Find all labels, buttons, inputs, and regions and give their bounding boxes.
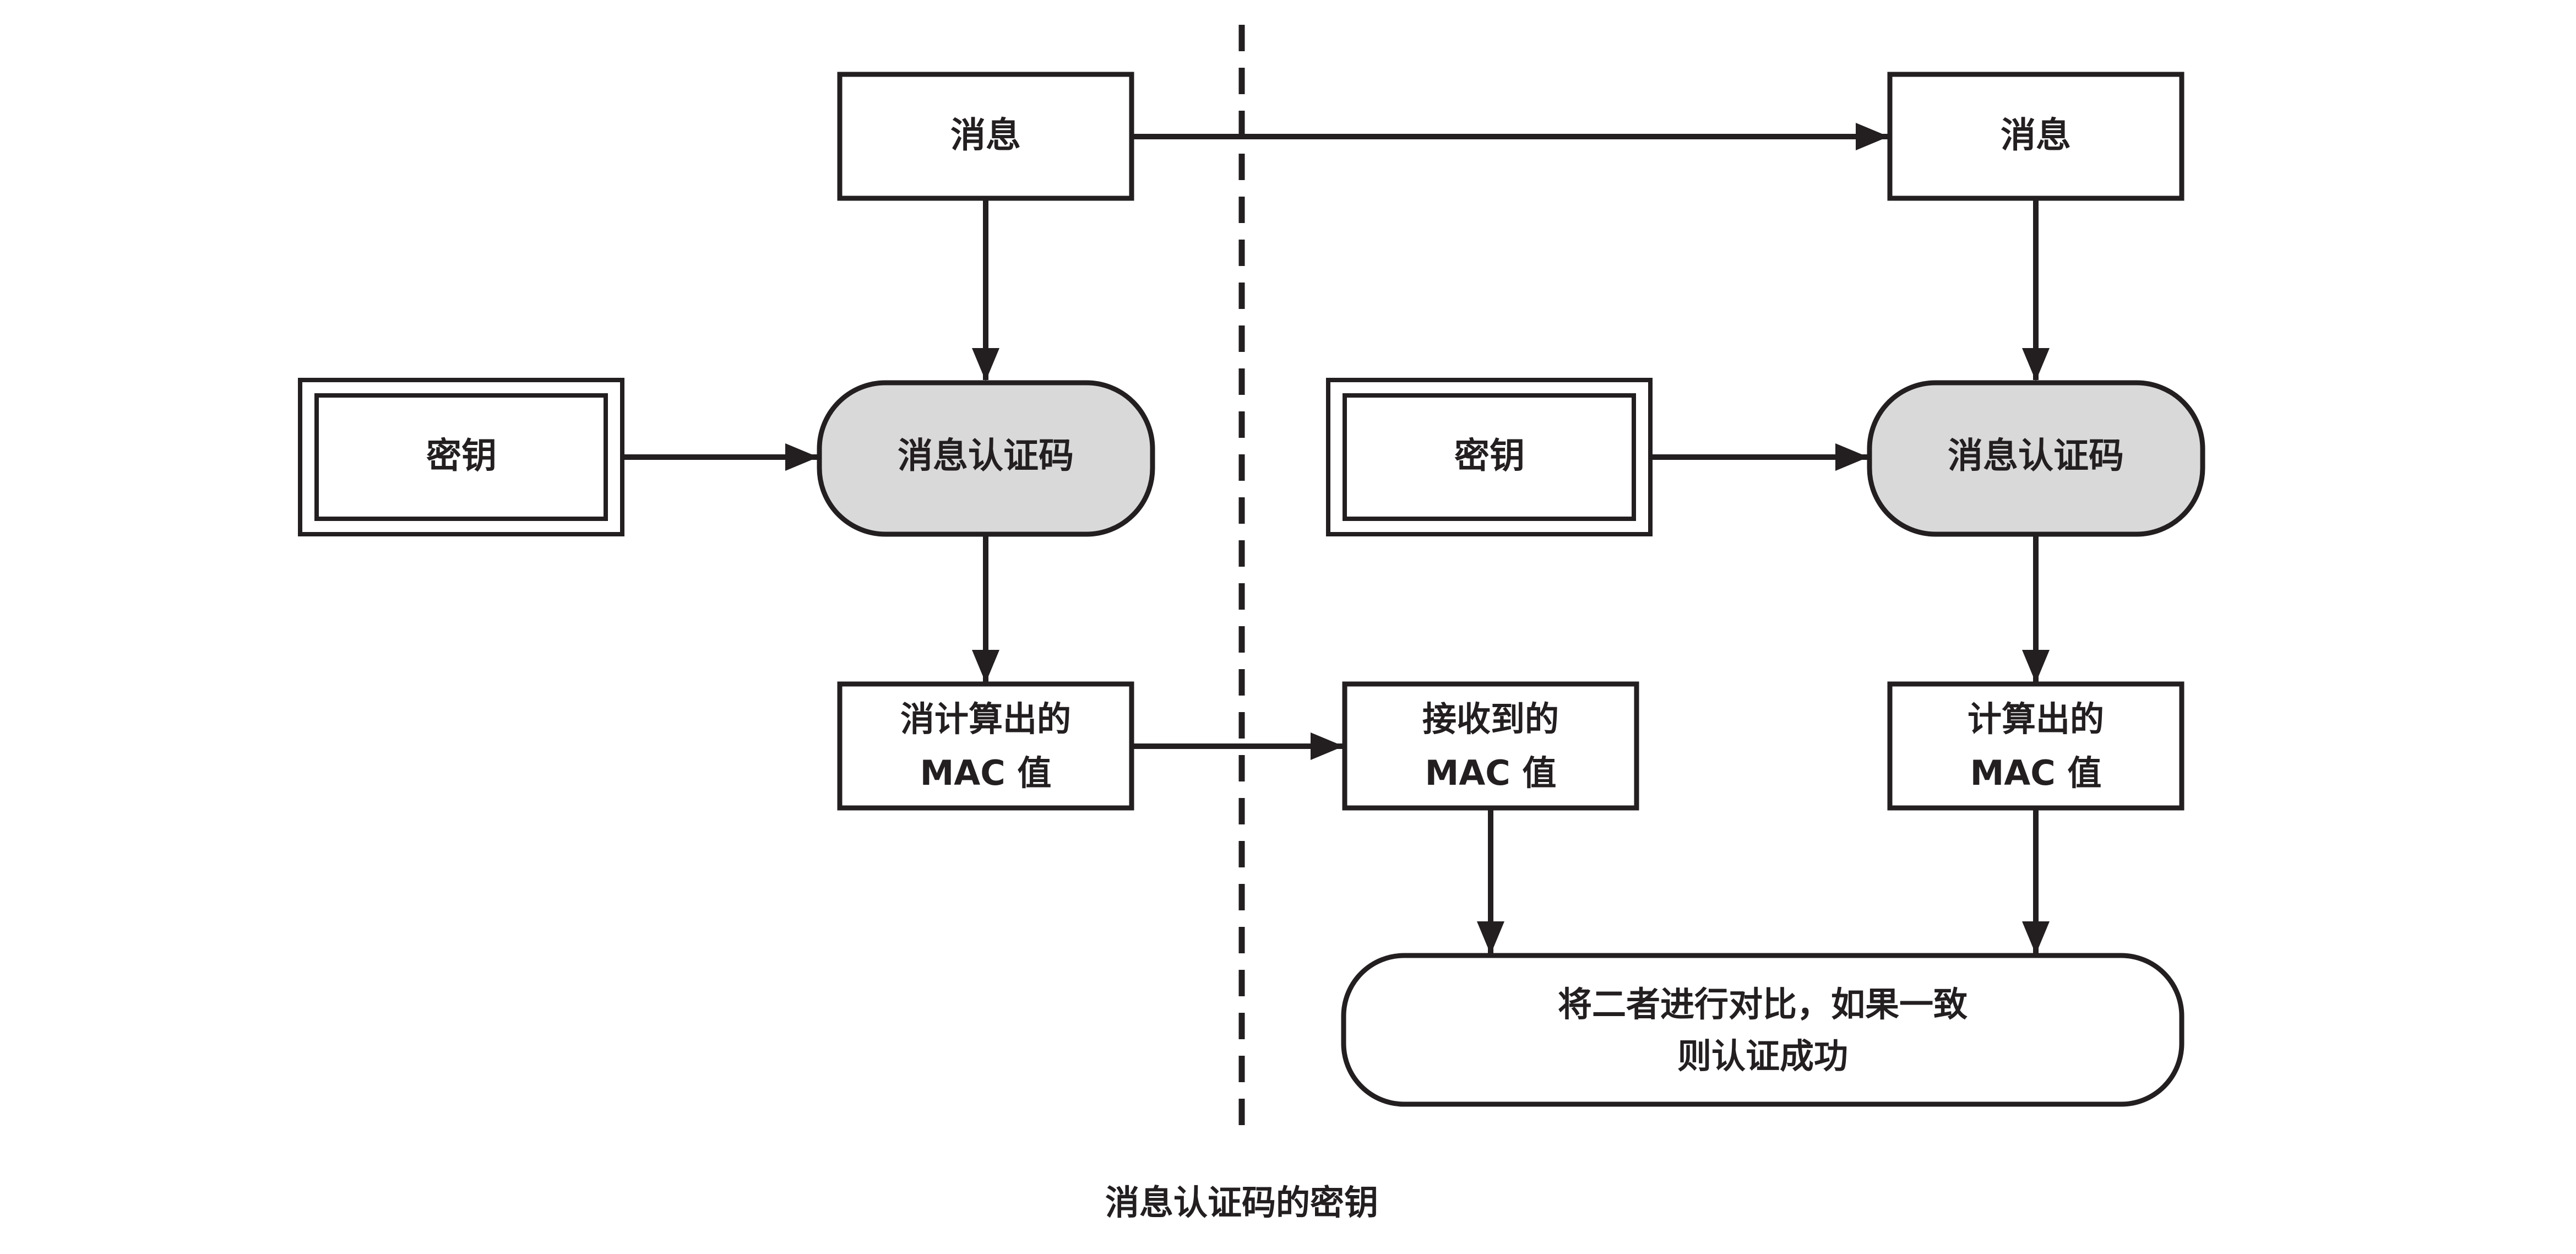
receiver-mac-function-label: 消息认证码 bbox=[1948, 436, 2124, 477]
receiver-received-mac-line1: 接收到的 bbox=[1422, 699, 1559, 739]
compare-result-line2: 则认证成功 bbox=[1677, 1036, 1848, 1076]
receiver-key-label: 密钥 bbox=[1454, 436, 1525, 477]
receiver-key-box-inner bbox=[1343, 393, 1636, 521]
sender-computed-mac-box bbox=[837, 681, 1134, 811]
sender-message-box bbox=[837, 72, 1134, 201]
sender-key-box-inner bbox=[314, 393, 608, 521]
sender-computed-mac-line2: MAC 值 bbox=[920, 753, 1052, 793]
receiver-computed-mac-line1: 计算出的 bbox=[1968, 699, 2104, 739]
receiver-received-mac-box bbox=[1342, 681, 1639, 811]
receiver-message-box bbox=[1887, 72, 2184, 201]
sender-message-label: 消息 bbox=[950, 116, 1021, 156]
sender-computed-mac-line1: 消计算出的 bbox=[900, 699, 1071, 739]
diagram-caption: 消息认证码的密钥 bbox=[1105, 1182, 1378, 1223]
receiver-message-label: 消息 bbox=[2001, 116, 2071, 156]
compare-result-box bbox=[1341, 953, 2184, 1107]
sender-key-label: 密钥 bbox=[426, 436, 497, 477]
receiver-received-mac-line2: MAC 值 bbox=[1425, 753, 1557, 793]
compare-result-line1: 将二者进行对比，如果一致 bbox=[1558, 984, 1968, 1024]
receiver-computed-mac-line2: MAC 值 bbox=[1970, 753, 2102, 793]
sender-mac-function-label: 消息认证码 bbox=[898, 436, 1074, 477]
